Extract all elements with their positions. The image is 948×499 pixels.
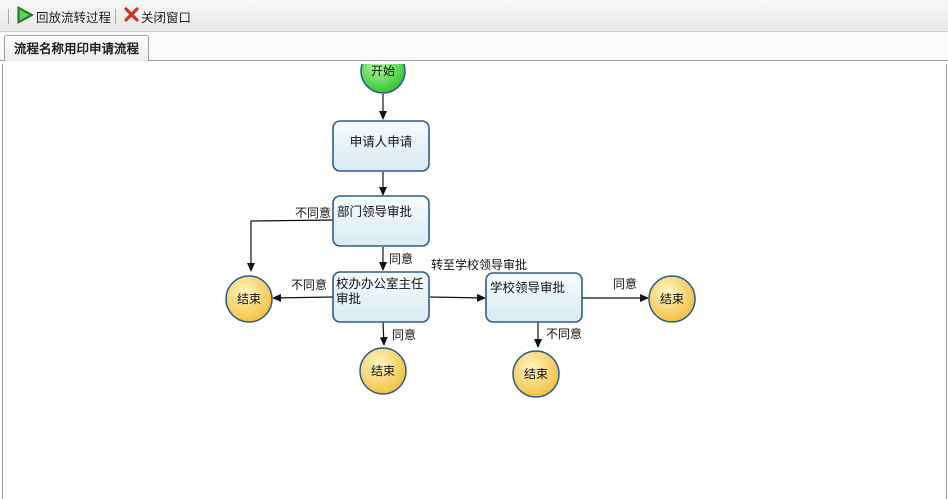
end-node-bottom-office[interactable]: 结束: [359, 347, 407, 395]
end-node-bottom-office-label: 结束: [371, 364, 395, 378]
task-node-apply-label: 申请人申请: [350, 134, 413, 149]
end-node-right-label: 结束: [660, 292, 684, 306]
flow-edges: [247, 94, 649, 348]
close-icon: [124, 7, 139, 25]
end-node-bottom-school[interactable]: 结束: [512, 350, 560, 398]
task-node-school[interactable]: 学校领导审批: [485, 272, 583, 323]
close-window-label: 关闭窗口: [141, 9, 192, 25]
task-node-dept-label: 部门领导审批: [337, 204, 412, 219]
edge-label-office-agree: 同意: [392, 327, 416, 342]
task-node-dept[interactable]: 部门领导审批: [332, 195, 430, 247]
toolbar-separator: [115, 9, 116, 24]
end-node-bottom-school-label: 结束: [524, 367, 548, 381]
edge-label-school-reject: 不同意: [546, 326, 582, 341]
edge-office-end-bottom: [379, 321, 388, 346]
tab-strip: 流程名称用印申请流程: [0, 32, 948, 61]
task-node-office-label: 校办办公室主任审批: [336, 276, 424, 306]
end-node-left[interactable]: 结束: [225, 275, 273, 323]
edge-dept-end-left: [247, 219, 334, 272]
flow-canvas: 不同意 同意 不同意 同意 转至学校领导审批 同意 不同意 开始 申请人申请 部…: [2, 64, 947, 499]
end-node-right[interactable]: 结束: [648, 275, 696, 323]
end-node-left-label: 结束: [237, 292, 261, 306]
task-node-school-label: 学校领导审批: [490, 280, 565, 295]
toolbar-separator: [8, 9, 9, 24]
flow-diagram: 不同意 同意 不同意 同意 转至学校领导审批 同意 不同意 开始 申请人申请 部…: [225, 64, 696, 398]
close-window-button[interactable]: 关闭窗口: [124, 6, 191, 26]
tab-flow-name[interactable]: 流程名称用印申请流程: [4, 35, 150, 61]
edge-label-office-reject: 不同意: [291, 277, 327, 292]
task-node-office[interactable]: 校办办公室主任审批: [332, 271, 430, 323]
edge-office-end-left: [272, 293, 334, 302]
replay-button[interactable]: 回放流转过程: [16, 5, 112, 27]
task-node-apply[interactable]: 申请人申请: [332, 120, 430, 172]
start-node-label: 开始: [371, 64, 395, 78]
edge-label-dept-agree: 同意: [389, 251, 413, 266]
play-icon: [16, 5, 35, 27]
replay-button-label: 回放流转过程: [36, 9, 112, 25]
start-node[interactable]: 开始: [360, 64, 406, 94]
toolbar: 回放流转过程 关闭窗口: [0, 0, 948, 32]
edge-label-school-agree: 同意: [613, 276, 637, 291]
edge-office-school: [429, 293, 486, 302]
edge-label-dept-reject: 不同意: [295, 205, 331, 220]
edge-label-office-to-school: 转至学校领导审批: [431, 257, 527, 272]
